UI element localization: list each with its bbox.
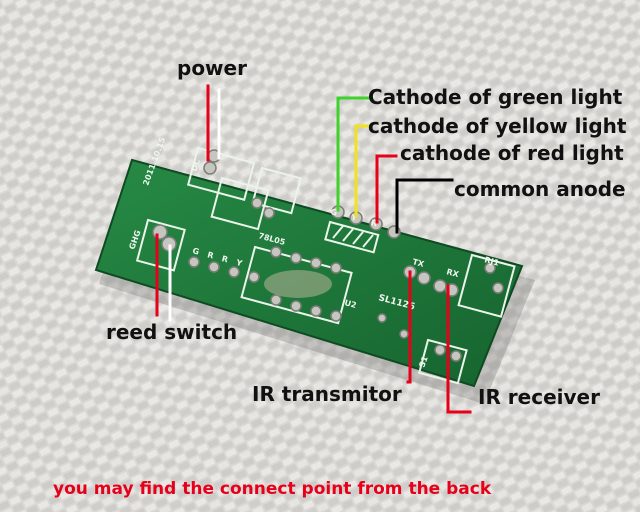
board-rj1-marking: RJ1 [483,255,500,268]
ir-receiver-lead [446,284,472,414]
yellow-cathode-label: cathode of yellow light [368,114,627,138]
leader-lines [155,84,472,414]
red-cathode-lead [375,154,398,224]
power-label: power [177,56,247,80]
green-cathode-label: Cathode of green light [368,85,623,109]
green-cathode-lead [336,96,370,212]
common-anode-lead [395,178,454,234]
common-anode-label: common anode [454,177,626,201]
yellow-cathode-lead [354,124,370,218]
board-dc-marking: DC [189,158,202,173]
board-s1-marking: S1 [417,355,429,369]
board-u2-marking: U2 [343,298,357,310]
reed-switch-label: reed switch [106,320,238,344]
board-rx-marking: RX [445,267,460,279]
red-cathode-label: cathode of red light [400,141,624,165]
board-tx-marking: TX [411,257,425,269]
bottom-note: you may find the connect point from the … [53,479,492,499]
ir-transmitter-lead [406,270,412,384]
ir-receiver-label: IR receiver [478,385,600,409]
ir-transmitter-label: IR transmitor [252,382,402,406]
